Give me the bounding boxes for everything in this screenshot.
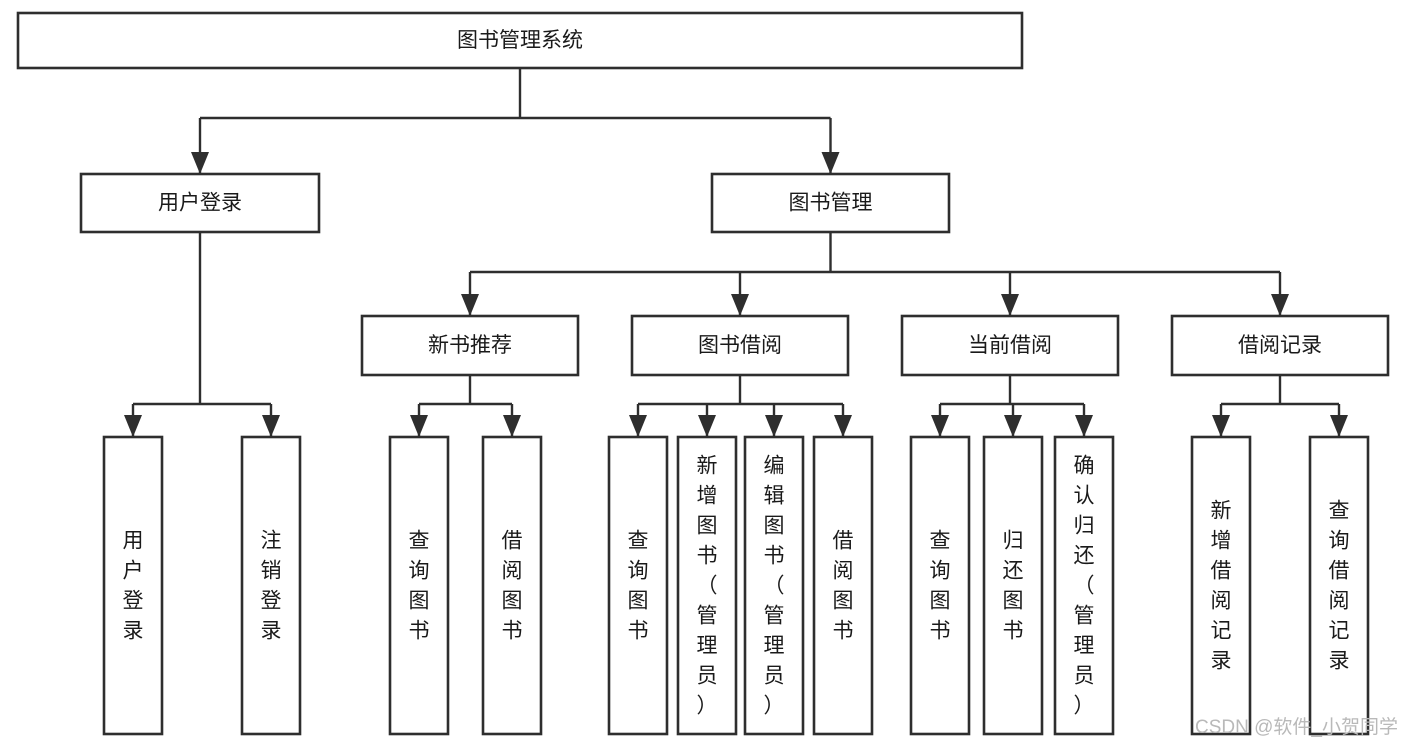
edge-new-book-recommend-arrow-1 (503, 415, 521, 437)
node-leaf-add-book[interactable]: 新增图书（管理员） (676, 435, 738, 736)
node-leaf-add-book-box (676, 435, 738, 736)
node-user-login[interactable]: 用户登录 (79, 172, 321, 234)
node-leaf-add-borrow-record-box (1190, 435, 1252, 736)
node-current-borrow-label: 当前借阅 (968, 334, 1052, 357)
node-book-management-box (710, 172, 951, 234)
edge-borrow-record-arrow-0 (1212, 415, 1230, 437)
node-leaf-query-book-borrow-box (607, 435, 669, 736)
csdn-watermark: CSDN @软件_小贺同学 (1195, 716, 1398, 738)
edge-user-login-arrow-1 (262, 415, 280, 437)
edge-book-borrow-arrow-1 (698, 415, 716, 437)
node-leaf-add-borrow-record-label: 新增借阅记录 (1211, 500, 1232, 673)
edge-book-management-arrow-1 (731, 294, 749, 316)
node-leaf-return-book-box (982, 435, 1044, 736)
node-leaf-query-book-recommend-box (388, 435, 450, 736)
edge-book-management-arrow-0 (461, 294, 479, 316)
node-book-management[interactable]: 图书管理 (710, 172, 951, 234)
node-leaf-edit-book-label: 编辑图书（管理员） (764, 455, 785, 718)
node-leaf-query-book-recommend-label: 查询图书 (409, 530, 430, 643)
node-leaf-return-book[interactable]: 归还图书 (982, 435, 1044, 736)
edge-current-borrow-arrow-0 (931, 415, 949, 437)
node-leaf-logout[interactable]: 注销登录 (240, 435, 302, 736)
node-leaf-query-book-borrow[interactable]: 查询图书 (607, 435, 669, 736)
node-leaf-logout-box (240, 435, 302, 736)
node-borrow-record-label: 借阅记录 (1238, 334, 1322, 357)
connectors-layer (124, 68, 1348, 437)
node-leaf-query-book-recommend[interactable]: 查询图书 (388, 435, 450, 736)
node-leaf-edit-book-box (743, 435, 805, 736)
node-root[interactable]: 图书管理系统 (16, 11, 1024, 70)
edge-current-borrow-arrow-2 (1075, 415, 1093, 437)
node-new-book-recommend-label: 新书推荐 (428, 334, 512, 357)
node-leaf-query-borrow-record-label: 查询借阅记录 (1329, 500, 1350, 673)
node-new-book-recommend[interactable]: 新书推荐 (360, 314, 580, 377)
node-book-borrow-box (630, 314, 850, 377)
edge-current-borrow-arrow-1 (1004, 415, 1022, 437)
node-leaf-query-borrow-record[interactable]: 查询借阅记录 (1308, 435, 1370, 736)
edge-book-management-arrow-2 (1001, 294, 1019, 316)
edge-book-borrow-arrow-2 (765, 415, 783, 437)
node-new-book-recommend-box (360, 314, 580, 377)
node-leaf-borrow-book-recommend[interactable]: 借阅图书 (481, 435, 543, 736)
node-book-management-label: 图书管理 (789, 192, 873, 215)
edge-root-arrow-0 (191, 152, 209, 174)
node-leaf-borrow-book-box (812, 435, 874, 736)
node-leaf-add-book-label: 新增图书（管理员） (697, 455, 718, 718)
node-current-borrow[interactable]: 当前借阅 (900, 314, 1120, 377)
node-user-login-label: 用户登录 (158, 192, 242, 215)
node-root-label: 图书管理系统 (457, 29, 583, 52)
node-leaf-user-login[interactable]: 用户登录 (102, 435, 164, 736)
node-leaf-add-borrow-record[interactable]: 新增借阅记录 (1190, 435, 1252, 736)
node-leaf-borrow-book-label: 借阅图书 (833, 530, 854, 643)
node-leaf-user-login-box (102, 435, 164, 736)
node-current-borrow-box (900, 314, 1120, 377)
edge-book-borrow-arrow-0 (629, 415, 647, 437)
node-leaf-user-login-label: 用户登录 (123, 530, 144, 643)
node-leaf-return-book-label: 归还图书 (1003, 530, 1024, 643)
node-user-login-box (79, 172, 321, 234)
node-leaf-confirm-return-label: 确认归还（管理员） (1074, 455, 1095, 718)
node-leaf-query-book-borrow-label: 查询图书 (628, 530, 649, 643)
edge-user-login-arrow-0 (124, 415, 142, 437)
edge-borrow-record-arrow-1 (1330, 415, 1348, 437)
node-leaf-query-borrow-record-box (1308, 435, 1370, 736)
nodes-layer: 图书管理系统用户登录图书管理新书推荐图书借阅当前借阅借阅记录用户登录注销登录查询… (16, 11, 1390, 736)
node-leaf-borrow-book-recommend-box (481, 435, 543, 736)
edge-new-book-recommend-arrow-0 (410, 415, 428, 437)
node-leaf-edit-book[interactable]: 编辑图书（管理员） (743, 435, 805, 736)
node-leaf-borrow-book[interactable]: 借阅图书 (812, 435, 874, 736)
node-leaf-confirm-return-box (1053, 435, 1115, 736)
edge-root-arrow-1 (821, 152, 840, 174)
node-book-borrow[interactable]: 图书借阅 (630, 314, 850, 377)
node-borrow-record[interactable]: 借阅记录 (1170, 314, 1390, 377)
node-leaf-query-book-current-box (909, 435, 971, 736)
node-root-box (16, 11, 1024, 70)
edge-book-management-arrow-3 (1271, 294, 1289, 316)
edge-book-borrow-arrow-3 (834, 415, 852, 437)
node-leaf-confirm-return[interactable]: 确认归还（管理员） (1053, 435, 1115, 736)
node-leaf-logout-label: 注销登录 (261, 530, 282, 643)
node-leaf-query-book-current[interactable]: 查询图书 (909, 435, 971, 736)
node-borrow-record-box (1170, 314, 1390, 377)
node-leaf-borrow-book-recommend-label: 借阅图书 (502, 530, 523, 643)
node-book-borrow-label: 图书借阅 (698, 334, 782, 357)
node-leaf-query-book-current-label: 查询图书 (930, 530, 951, 643)
